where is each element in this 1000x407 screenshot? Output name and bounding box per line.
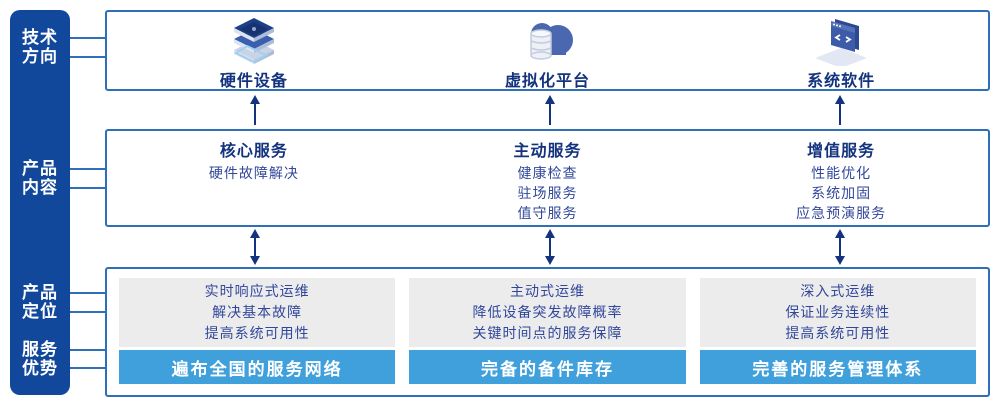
service-column-proactive: 主动服务 健康检查 驻场服务 值守服务 <box>401 131 695 225</box>
double-arrow <box>545 229 555 265</box>
up-arrow <box>250 95 260 125</box>
connector-line <box>66 349 107 351</box>
positioning-line: 保证业务连续性 <box>785 304 891 320</box>
connector-line <box>66 311 107 313</box>
positioning-panel: 深入式运维 保证业务连续性 提高系统可用性 <box>699 278 976 347</box>
connector-line <box>66 37 107 39</box>
positioning-panel: 实时响应式运维 解决基本故障 提高系统可用性 <box>119 278 396 347</box>
connector-line <box>66 168 107 170</box>
product-content-box: 核心服务 硬件故障解决 主动服务 健康检查 驻场服务 值守服务 增值服务 性能优… <box>105 129 990 227</box>
double-arrow <box>250 229 260 265</box>
advantage-bar: 完备的备件库存 <box>409 350 686 384</box>
service-item: 健康检查 <box>517 165 578 181</box>
positioning-line: 降低设备突发故障概率 <box>472 304 623 320</box>
positioning-line: 深入式运维 <box>800 283 876 299</box>
positioning-column: 实时响应式运维 解决基本故障 提高系统可用性 遍布全国的服务网络 <box>119 278 396 384</box>
positioning-line: 实时响应式运维 <box>204 283 310 299</box>
cloud-database-icon <box>518 16 578 66</box>
service-item: 系统加固 <box>811 185 872 201</box>
positioning-panel: 主动式运维 降低设备突发故障概率 关键时间点的服务保障 <box>409 278 686 347</box>
connector-line <box>66 187 107 189</box>
advantage-bar: 遍布全国的服务网络 <box>119 350 396 384</box>
tech-item-hardware: 硬件设备 <box>107 12 401 90</box>
tech-item-label: 系统软件 <box>807 73 876 90</box>
code-window-icon <box>811 16 871 66</box>
advantage-bar: 完善的服务管理体系 <box>699 350 976 384</box>
sidebar: 技术方向 产品内容 产品定位 服务优势 <box>10 10 70 395</box>
tech-direction-box: 硬件设备 虚拟化平台 <box>105 10 990 91</box>
service-title: 核心服务 <box>219 143 288 160</box>
connector-line <box>66 56 107 58</box>
tech-item-label: 硬件设备 <box>219 73 288 90</box>
positioning-line: 提高系统可用性 <box>785 325 891 341</box>
tech-item-system-software: 系统软件 <box>694 12 988 90</box>
positioning-line: 解决基本故障 <box>212 304 303 320</box>
positioning-line: 主动式运维 <box>509 283 585 299</box>
service-item: 应急预演服务 <box>796 205 887 221</box>
service-title: 增值服务 <box>807 143 876 160</box>
service-item: 硬件故障解决 <box>208 165 299 181</box>
tech-item-virtualization: 虚拟化平台 <box>401 12 695 90</box>
server-stack-icon <box>226 16 282 66</box>
sidebar-label-service-advantage: 服务优势 <box>22 340 58 378</box>
service-title: 主动服务 <box>513 143 582 160</box>
sidebar-label-product-content: 产品内容 <box>22 159 58 197</box>
sidebar-label-product-positioning: 产品定位 <box>22 283 58 321</box>
sidebar-label-tech-direction: 技术方向 <box>22 28 58 66</box>
service-column-core: 核心服务 硬件故障解决 <box>107 131 401 225</box>
service-item: 驻场服务 <box>517 185 578 201</box>
service-column-value-added: 增值服务 性能优化 系统加固 应急预演服务 <box>694 131 988 225</box>
connector-line <box>66 292 107 294</box>
tech-item-label: 虚拟化平台 <box>505 73 591 90</box>
up-arrow <box>545 95 555 125</box>
positioning-line: 提高系统可用性 <box>204 325 310 341</box>
positioning-column: 主动式运维 降低设备突发故障概率 关键时间点的服务保障 完备的备件库存 <box>409 278 686 384</box>
service-item: 性能优化 <box>811 165 872 181</box>
product-positioning-box: 实时响应式运维 解决基本故障 提高系统可用性 遍布全国的服务网络 主动式运维 降… <box>105 267 990 397</box>
connector-line <box>66 367 107 369</box>
positioning-column: 深入式运维 保证业务连续性 提高系统可用性 完善的服务管理体系 <box>699 278 976 384</box>
service-item: 值守服务 <box>517 205 578 221</box>
up-arrow <box>835 95 845 125</box>
positioning-line: 关键时间点的服务保障 <box>472 325 623 341</box>
double-arrow <box>835 229 845 265</box>
